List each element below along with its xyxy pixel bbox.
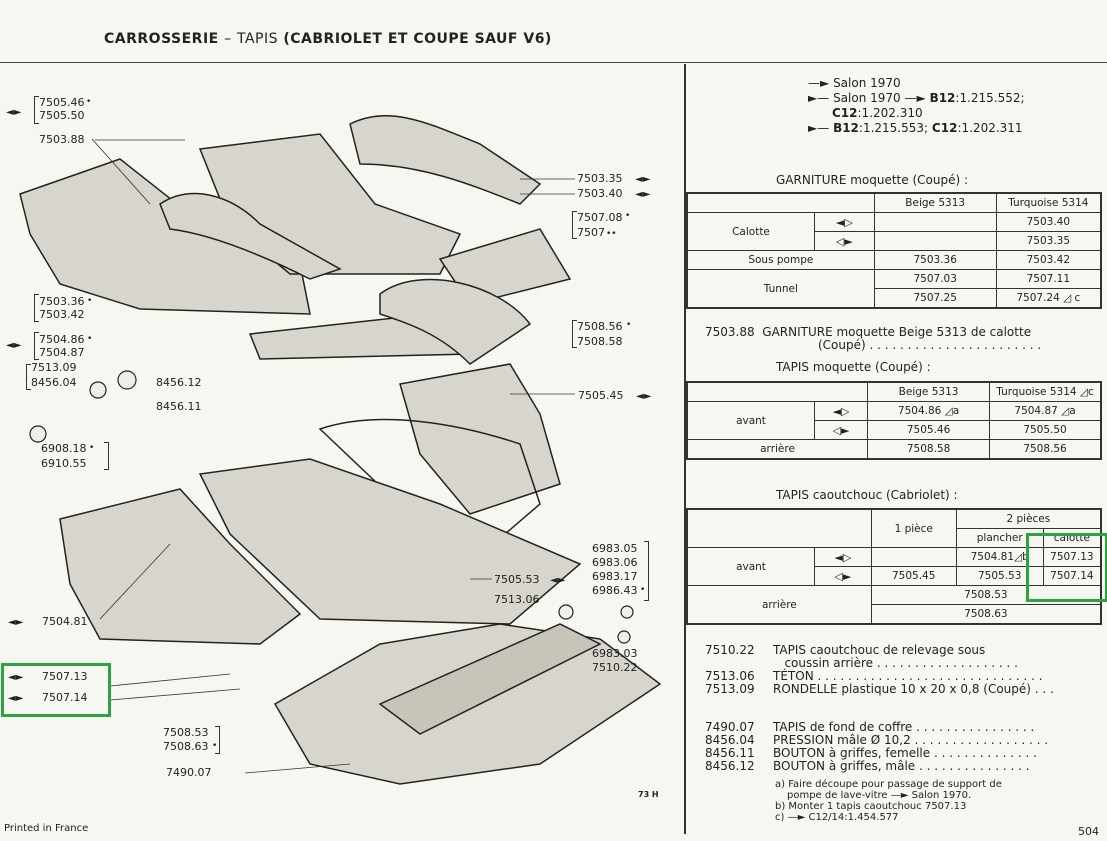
tunnel-cover (159, 192, 342, 280)
teton-3 (617, 630, 631, 644)
page-number: 504 (1078, 825, 1099, 838)
label-7504-86: 7504.86 (39, 333, 85, 346)
page-title: CARROSSERIE – TAPIS (CABRIOLET ET COUPE … (104, 31, 552, 47)
legend-line-2: ►— Salon 1970 —► B12:1.215.552; (808, 91, 1025, 105)
label-7510-22: 7510.22 (592, 661, 638, 674)
clip-button (89, 381, 107, 399)
label-6908-18: 6908.18 (41, 442, 87, 455)
label-7507-13: 7507.13 (42, 670, 88, 683)
bracket (104, 442, 109, 470)
table3-caption: TAPIS caoutchouc (Cabriolet) : (776, 488, 958, 502)
legend-line-3: C12:1.202.310 (832, 106, 923, 120)
trunk-liner (378, 623, 602, 735)
highlight-box-left (1, 663, 111, 717)
exploded-diagram (19, 115, 662, 785)
table-tapis-moquette: Beige 5313 Turquoise 5314 ◿c avant ◄▷ 75… (686, 381, 1102, 460)
bracket (34, 332, 39, 360)
bracket (644, 541, 649, 601)
tunnel-hump (379, 278, 532, 365)
label-7503-40: 7503.40 (577, 187, 623, 200)
label-7507-14: 7507.14 (42, 691, 88, 704)
table-garniture: Beige 5313 Turquoise 5314 Calotte ◄▷ 750… (686, 192, 1102, 309)
label-7505-50: 7505.50 (39, 109, 85, 122)
label-6983-06: 6983.06 (592, 556, 638, 569)
label-7508-56: 7508.56 (577, 320, 623, 333)
bracket (26, 364, 31, 390)
label-6910-55: 6910.55 (41, 457, 87, 470)
label-7513-06: 7513.06 (494, 593, 540, 606)
label-8456-04: 8456.04 (31, 376, 77, 389)
side-panel (349, 115, 542, 205)
label-7507: 7507 (577, 226, 605, 239)
bracket (34, 294, 39, 322)
bracket (572, 320, 577, 348)
label-7503-88: 7503.88 (39, 133, 85, 146)
label-7508-58: 7508.58 (577, 335, 623, 348)
label-7503-35: 7503.35 (577, 172, 623, 185)
ref-7503-88: 7503.88 GARNITURE moquette Beige 5313 de… (705, 325, 1032, 339)
teton-2 (620, 605, 634, 619)
floor-mat-center (399, 363, 561, 515)
label-6986-43: 6986.43 (592, 584, 638, 597)
arrow-marker: ◄► (635, 189, 651, 200)
floor-mat-outline (318, 418, 541, 565)
label-7503-36: 7503.36 (39, 295, 85, 308)
label-8456-12: 8456.12 (156, 376, 202, 389)
press-stud (29, 425, 47, 443)
highlight-box-right (1026, 533, 1107, 602)
label-7490-07: 7490.07 (166, 766, 212, 779)
arrow-marker: ◄► (8, 693, 24, 704)
label-7508-63: 7508.63 (163, 740, 209, 753)
table-tapis-caoutchouc: 1 pièce 2 pièces plancher calotte avant … (686, 508, 1102, 625)
label-7507-08: 7507.08 (577, 211, 623, 224)
ref-row: coussin arrière . . . . . . . . . . . . … (784, 656, 1018, 670)
printed-in-france: Printed in France (4, 823, 89, 834)
label-7504-81: 7504.81 (42, 615, 88, 628)
rubber-mat-center (198, 458, 582, 625)
arrow-marker: ◄► (635, 174, 651, 185)
table2-caption: TAPIS moquette (Coupé) : (776, 360, 931, 374)
label-6983-03: 6983.03 (592, 647, 638, 660)
ref-7503-88-cont: (Coupé) . . . . . . . . . . . . . . . . … (818, 338, 1042, 352)
legend-line-4: ►— B12:1.215.553; C12:1.202.311 (808, 121, 1023, 135)
clip-button-2 (117, 370, 137, 390)
teton (558, 604, 574, 620)
label-7505-53: 7505.53 (494, 573, 540, 586)
bracket (215, 726, 220, 754)
arrow-marker: ◄► (6, 340, 22, 351)
footnotes: a) Faire découpe pour passage de support… (775, 779, 1002, 823)
label-7505-45: 7505.45 (578, 389, 624, 402)
legend-line-1: —► Salon 1970 (808, 76, 901, 90)
label-7504-87: 7504.87 (39, 346, 85, 359)
label-7513-09: 7513.09 (31, 361, 77, 374)
column-divider (684, 64, 686, 834)
arrow-marker: ◄► (636, 391, 652, 402)
front-left-carpet (19, 158, 311, 315)
arrow-marker: ◄► (8, 617, 24, 628)
label-8456-11: 8456.11 (156, 400, 202, 413)
label-6983-05: 6983.05 (592, 542, 638, 555)
label-7503-42: 7503.42 (39, 308, 85, 321)
table1-caption: GARNITURE moquette (Coupé) : (776, 173, 968, 187)
header-rule (0, 62, 1107, 63)
label-7505-46: 7505.46 (39, 96, 85, 109)
label-6983-17: 6983.17 (592, 570, 638, 583)
rubber-mat-left (59, 488, 302, 645)
arrow-marker: ◄► (8, 672, 24, 683)
bracket (572, 211, 577, 239)
plate-code: 73 H (638, 790, 659, 799)
arrow-marker: ◄► (550, 575, 566, 586)
label-7508-53: 7508.53 (163, 726, 209, 739)
arrow-marker: ◄► (6, 107, 22, 118)
bracket (34, 96, 39, 124)
